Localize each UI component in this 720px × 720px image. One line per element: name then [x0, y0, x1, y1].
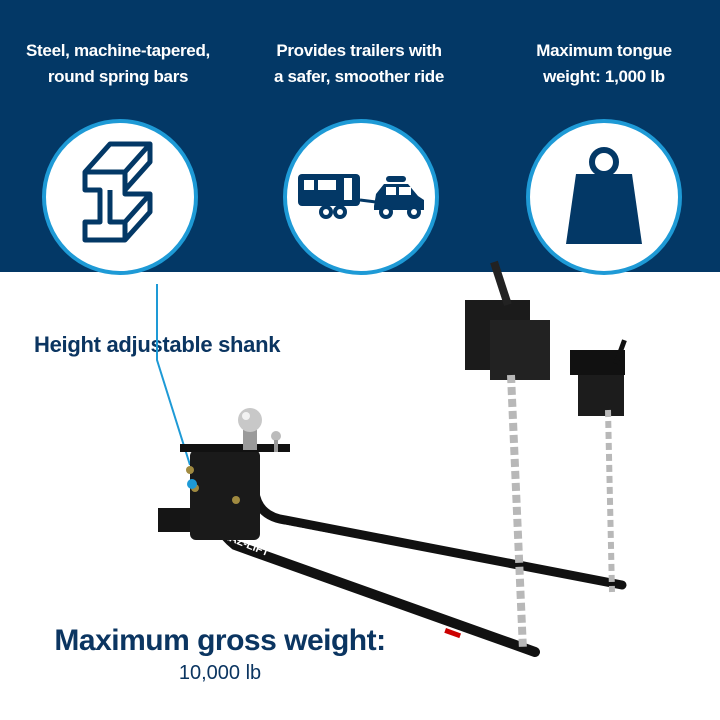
- feature-line: Provides trailers with: [276, 41, 442, 60]
- callout-leader-line: [156, 284, 191, 466]
- feature-circle-towing: [283, 119, 439, 275]
- feature-text-spring-bars: Steel, machine-tapered, round spring bars: [0, 38, 238, 90]
- weight-icon: [566, 147, 642, 244]
- gross-weight-block: Maximum gross weight: 10,000 lb: [40, 624, 400, 685]
- feature-line: Steel, machine-tapered,: [26, 41, 210, 60]
- feature-circle-weight: [526, 119, 682, 275]
- gross-weight-value: 10,000 lb: [178, 662, 262, 684]
- feature-text-ride: Provides trailers with a safer, smoother …: [239, 38, 479, 90]
- feature-circle-steel: [42, 119, 198, 275]
- steel-i-beam-icon: [82, 141, 153, 243]
- feature-text-tongue-weight: Maximum tongue weight: 1,000 lb: [484, 38, 720, 90]
- feature-line: a safer, smoother ride: [273, 67, 445, 86]
- callout-dot: [187, 479, 197, 489]
- gross-weight-title: Maximum gross weight:: [54, 624, 386, 657]
- feature-line: weight: 1,000 lb: [543, 67, 665, 86]
- feature-line: round spring bars: [47, 67, 189, 86]
- car-towing-trailer-icon: [298, 174, 424, 219]
- feature-line: Maximum tongue: [536, 41, 672, 60]
